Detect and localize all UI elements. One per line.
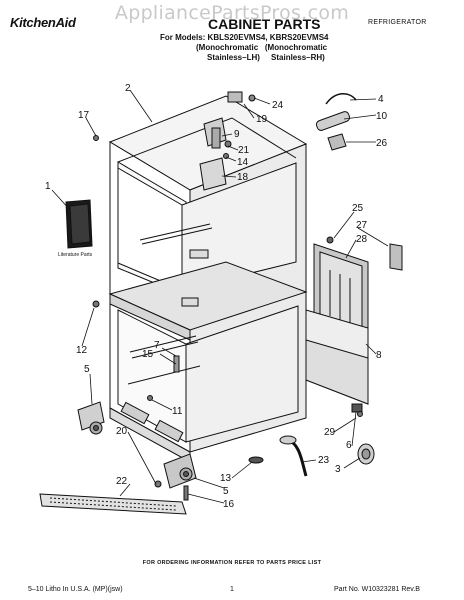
- callout-27: 27: [356, 220, 368, 231]
- freezer-kick-panel: [305, 309, 369, 413]
- watermark: AppliancePartsPros.com: [114, 2, 350, 24]
- callout-5-left: 5: [84, 364, 90, 375]
- callout-numbers: 1 2 3 4 5 5 6 7 8 9 10 11 12 13 14 15 16…: [45, 83, 388, 510]
- page-number: 1: [230, 586, 234, 593]
- callout-24: 24: [272, 100, 284, 111]
- callout-17: 17: [78, 110, 90, 121]
- fasteners: [92, 135, 363, 417]
- door-handle-bracket: [279, 435, 308, 477]
- top-hinge-assembly: [199, 91, 256, 191]
- callout-8: 8: [376, 350, 382, 361]
- litho-info: 5–10 Litho In U.S.A. (MP)(jsw): [28, 586, 123, 593]
- callout-16: 16: [223, 499, 235, 510]
- callout-28: 28: [356, 234, 368, 245]
- callout-12: 12: [76, 345, 88, 356]
- category-label: REFRIGERATOR: [368, 19, 427, 26]
- callout-23: 23: [318, 455, 330, 466]
- callout-7: 7: [154, 340, 160, 351]
- models-line-3: Stainless–LH) Stainless–RH): [207, 53, 325, 62]
- roller-leg: [357, 443, 375, 465]
- callout-20: 20: [116, 426, 128, 437]
- part-number: Part No. W10323281 Rev.B: [334, 586, 420, 593]
- left-roller-bracket: [77, 401, 105, 435]
- callout-13: 13: [220, 473, 232, 484]
- front-roller-bracket: [154, 453, 197, 501]
- callout-3: 3: [335, 464, 341, 475]
- callout-11: 11: [172, 406, 183, 417]
- callout-10: 10: [376, 111, 388, 122]
- callout-1: 1: [45, 181, 51, 192]
- callout-9: 9: [234, 129, 240, 140]
- water-tube-assembly: [315, 93, 357, 151]
- leader-lines: [51, 89, 389, 504]
- brand-logo: KitchenAid: [10, 15, 76, 30]
- callout-4: 4: [378, 94, 384, 105]
- models-line-1: For Models: KBLS20EVMS4, KBRS20EVMS4: [160, 33, 329, 42]
- callout-26: 26: [376, 138, 388, 149]
- callout-22: 22: [116, 476, 128, 487]
- literature-booklet: [65, 199, 93, 249]
- callout-15: 15: [142, 349, 154, 360]
- models-line-2: (Monochromatic (Monochromatic: [196, 43, 328, 52]
- callout-29: 29: [324, 427, 336, 438]
- callout-5-front: 5: [223, 486, 229, 497]
- callout-14: 14: [237, 157, 249, 168]
- cabinet-body: [108, 95, 308, 463]
- callout-6: 6: [346, 440, 352, 451]
- ordering-note: FOR ORDERING INFORMATION REFER TO PARTS …: [142, 560, 322, 566]
- literature-parts-label: Literature Parts: [58, 252, 93, 258]
- callout-18: 18: [237, 172, 249, 183]
- callout-2: 2: [125, 83, 131, 94]
- callout-25: 25: [352, 203, 364, 214]
- callout-21: 21: [238, 145, 250, 156]
- page-title: CABINET PARTS: [208, 16, 321, 32]
- leveling-foot: [248, 456, 264, 464]
- toe-grille: [39, 493, 187, 515]
- callout-19: 19: [256, 114, 268, 125]
